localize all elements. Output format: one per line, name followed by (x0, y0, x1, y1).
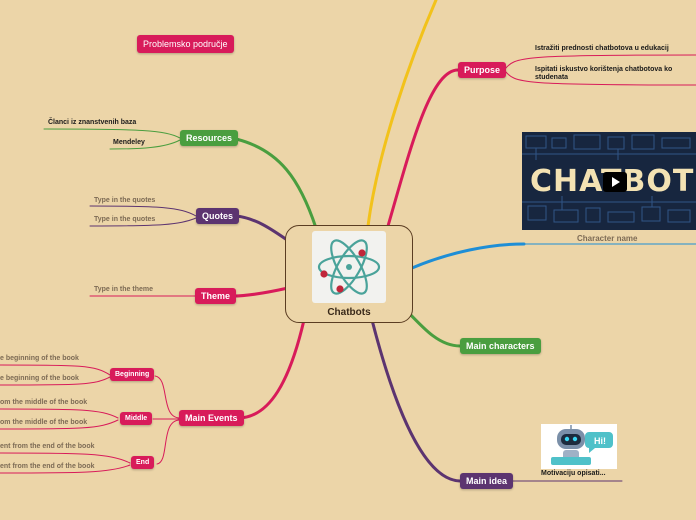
purpose-item[interactable]: Istražiti prednosti chatbotova u edukaci… (535, 45, 669, 52)
event-item[interactable]: e beginning of the book (0, 375, 79, 382)
purpose-node[interactable]: Purpose (458, 62, 506, 78)
main-idea-node[interactable]: Main idea (460, 473, 513, 489)
main-events-node[interactable]: Main Events (179, 410, 244, 426)
middle-node[interactable]: Middle (120, 412, 152, 425)
robot-image[interactable]: Hi! (541, 424, 617, 469)
resource-item[interactable]: Mendeley (113, 139, 145, 146)
resources-node[interactable]: Resources (180, 130, 238, 146)
event-item[interactable]: om the middle of the book (0, 399, 87, 406)
hi-bubble-text: Hi! (594, 436, 606, 446)
quote-item[interactable]: Type in the quotes (94, 197, 155, 204)
event-item[interactable]: ent from the end of the book (0, 463, 95, 470)
robot-icon (541, 424, 617, 469)
purpose-item-continued: studenata (535, 74, 568, 81)
play-icon[interactable] (603, 172, 627, 192)
resource-item[interactable]: Članci iz znanstvenih baza (48, 119, 136, 126)
purpose-item[interactable]: Ispitati iskustvo korištenja chatbotova … (535, 66, 672, 73)
end-node[interactable]: End (131, 456, 154, 469)
theme-item[interactable]: Type in the theme (94, 286, 153, 293)
problem-area-node[interactable]: Problemsko područje (137, 35, 234, 53)
quotes-node[interactable]: Quotes (196, 208, 239, 224)
main-idea-image-caption[interactable]: Motivaciju opisati... (541, 470, 606, 477)
atom-icon (312, 231, 386, 303)
theme-node[interactable]: Theme (195, 288, 236, 304)
central-topic-title: Chatbots (286, 307, 412, 318)
event-item[interactable]: ent from the end of the book (0, 443, 95, 450)
beginning-node[interactable]: Beginning (110, 368, 154, 381)
central-topic[interactable]: Chatbots (285, 225, 413, 323)
event-item[interactable]: e beginning of the book (0, 355, 79, 362)
chatbots-video-thumbnail[interactable]: CHATBOTS (522, 132, 696, 230)
character-name[interactable]: Character name (577, 234, 637, 243)
main-characters-node[interactable]: Main characters (460, 338, 541, 354)
event-item[interactable]: om the middle of the book (0, 419, 87, 426)
quote-item[interactable]: Type in the quotes (94, 216, 155, 223)
